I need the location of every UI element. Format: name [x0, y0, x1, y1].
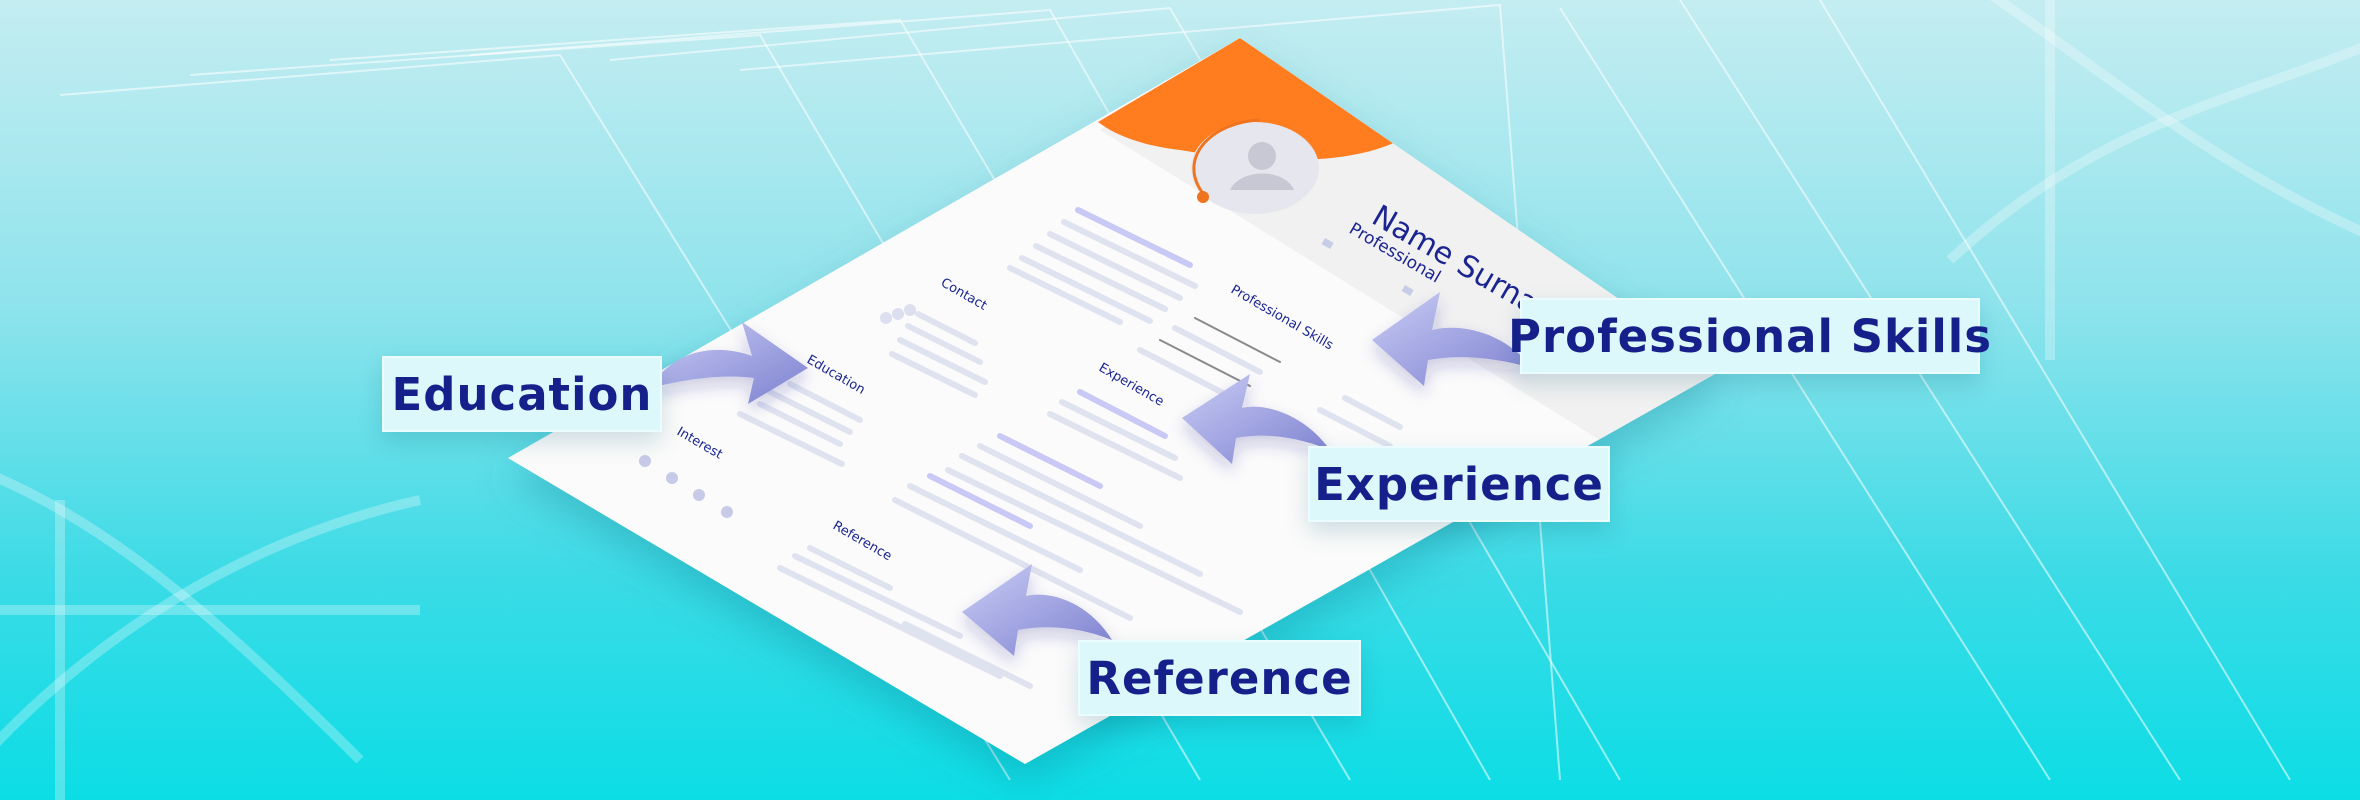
interest-icons — [639, 455, 733, 518]
header-accent — [1098, 38, 1400, 160]
contact-icons — [880, 304, 916, 324]
curved-arrow-icon — [650, 322, 808, 404]
user-avatar-icon — [1191, 118, 1319, 214]
callout-experience-label: Experience — [1314, 457, 1604, 511]
callout-education-label: Education — [391, 367, 653, 421]
callout-reference: Reference — [1078, 640, 1361, 716]
callout-professional-skills-label: Professional Skills — [1508, 309, 1992, 363]
curved-arrow-icon — [1372, 292, 1532, 386]
callout-professional-skills: Professional Skills — [1508, 298, 1991, 374]
curved-arrow-icon — [1182, 374, 1330, 464]
curved-arrow-icon — [962, 564, 1112, 656]
callout-reference-label: Reference — [1086, 651, 1353, 705]
callout-education: Education — [382, 356, 662, 432]
summary-lines — [1007, 207, 1198, 325]
callout-experience: Experience — [1308, 446, 1610, 522]
